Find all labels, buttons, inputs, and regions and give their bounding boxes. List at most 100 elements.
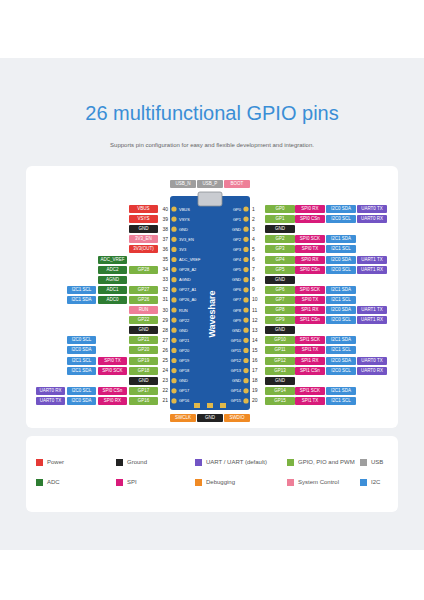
pin-tag: I2C0 SCL	[326, 367, 356, 375]
pin-tag: I2C0 SDA	[326, 205, 356, 213]
pin-tag: GP18	[129, 367, 158, 375]
pin-tag: SPI0 RX	[295, 256, 325, 264]
pin-tag: AGND	[98, 276, 127, 284]
pin-tag: SPI1 CSn	[295, 367, 325, 375]
legend-swatch	[116, 479, 123, 486]
pin-tag: GP21	[129, 336, 158, 344]
silk-label: GND	[210, 227, 241, 232]
silk-label: GP19	[179, 358, 189, 363]
silk-label: GP22	[179, 318, 189, 323]
pin-tag: I2C0 SDA	[326, 306, 356, 314]
pin-tag: UART1 TX	[357, 306, 387, 314]
silk-label: GND	[210, 328, 241, 333]
pin-number: 3	[252, 226, 263, 233]
pin-tag: ADC_VREF	[98, 256, 127, 264]
silk-label: GP9	[210, 318, 241, 323]
silk-label: GP17	[179, 388, 189, 393]
pin-tag: I2C1 SDA	[326, 286, 356, 294]
legend-swatch	[360, 479, 367, 486]
pin-tag: I2C0 SDA	[326, 256, 356, 264]
pin-number: 29	[157, 317, 168, 324]
pin-tag: I2C1 SCL	[67, 357, 96, 365]
pin-tag: GP13	[265, 367, 295, 375]
pin-number: 6	[252, 256, 263, 263]
title: 26 multifunctional GPIO pins	[0, 102, 424, 125]
pin-tag: GND	[129, 326, 158, 334]
pin-tag: I2C1 SCL	[326, 296, 356, 304]
pin-tag: GP8	[265, 306, 295, 314]
pin-tag: GP17	[129, 387, 158, 395]
legend-text: ADC	[47, 478, 60, 486]
pin-number: 32	[157, 286, 168, 293]
pin-tag: SPI1 RX	[295, 306, 325, 314]
pin-tag: SPI1 SCK	[295, 336, 325, 344]
pin-number: 23	[157, 377, 168, 384]
pin-number: 40	[157, 206, 168, 213]
silk-label: RUN	[179, 308, 188, 313]
pin-tag: GP0	[265, 205, 295, 213]
silk-label: GP3	[210, 247, 241, 252]
board-logo: Waveshare	[207, 290, 217, 337]
pin-number: 19	[252, 387, 263, 394]
pin-tag: I2C0 SCL	[326, 215, 356, 223]
legend-swatch	[36, 459, 43, 466]
pin-tag: 3V3_EN	[129, 235, 158, 243]
pin-tag: SPI0 RX	[295, 205, 325, 213]
pin-tag: I2C0 SCL	[67, 336, 96, 344]
silk-label: GP5	[210, 267, 241, 272]
silk-label: 3V3_EN	[179, 237, 194, 242]
pin-tag: SPI0 CSn	[295, 266, 325, 274]
legend-swatch	[195, 479, 202, 486]
pin-number: 8	[252, 276, 263, 283]
pin-tag: UART1 RX	[357, 266, 387, 274]
pin-tag: GP12	[265, 357, 295, 365]
silk-label: GP10	[210, 338, 241, 343]
pin-number: 2	[252, 216, 263, 223]
pin-tag: GND	[265, 276, 295, 284]
legend-text: USB	[371, 458, 383, 466]
pin-tag: SWCLK	[170, 414, 196, 422]
silk-label: GP26_A0	[179, 297, 196, 302]
silk-label: GP4	[210, 257, 241, 262]
pin-tag: SWDIO	[224, 414, 250, 422]
silk-label: ADC_VREF	[179, 257, 200, 262]
silk-label: GP14	[210, 388, 241, 393]
legend-swatch	[116, 459, 123, 466]
pin-tag: SPI0 SCK	[295, 235, 325, 243]
pin-tag: GP28	[129, 266, 158, 274]
pin-tag: GP9	[265, 316, 295, 324]
pin-tag: UART1 RX	[357, 316, 387, 324]
pin-number: 34	[157, 266, 168, 273]
pin-number: 5	[252, 246, 263, 253]
pin-tag: GND	[129, 225, 158, 233]
pin-tag: I2C1 SCL	[67, 286, 96, 294]
pin-number: 17	[252, 367, 263, 374]
pin-tag: GP7	[265, 296, 295, 304]
silk-label: GP0	[210, 207, 241, 212]
pin-tag: I2C1 SDA	[67, 296, 96, 304]
silk-label: GP2	[210, 237, 241, 242]
silk-label: GND	[210, 277, 241, 282]
pin-number: 35	[157, 256, 168, 263]
pin-tag: I2C1 SCL	[326, 245, 356, 253]
silk-label: VSYS	[179, 217, 190, 222]
pin-tag: SPI0 TX	[295, 245, 325, 253]
silk-label: GND	[210, 378, 241, 383]
pin-tag: GP26	[129, 296, 158, 304]
pin-tag: GP20	[129, 346, 158, 354]
pin-tag: I2C0 SDA	[326, 357, 356, 365]
silk-label: GP1	[210, 217, 241, 222]
silk-label: GP18	[179, 368, 189, 373]
legend-text: I2C	[371, 478, 380, 486]
pin-tag: USB_N	[170, 180, 196, 188]
pin-tag: SPI0 SCK	[98, 367, 127, 375]
silk-label: GP12	[210, 358, 241, 363]
legend-swatch	[287, 459, 294, 466]
pin-tag: UART0 RX	[357, 215, 387, 223]
pin-tag: I2C1 SDA	[326, 336, 356, 344]
pin-number: 15	[252, 347, 263, 354]
legend-swatch	[36, 479, 43, 486]
pin-tag: USB_P	[197, 180, 223, 188]
pin-number: 10	[252, 296, 263, 303]
